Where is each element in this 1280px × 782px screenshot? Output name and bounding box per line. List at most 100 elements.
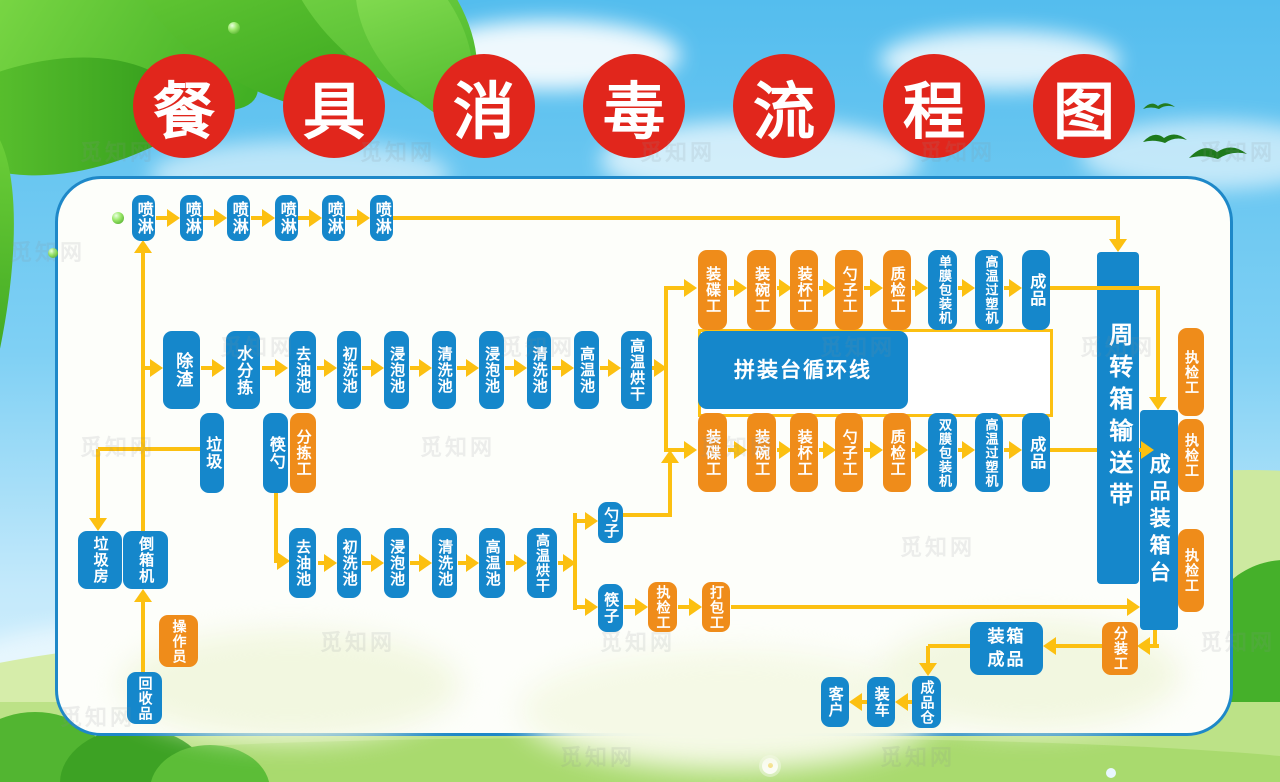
arrow-right	[1004, 279, 1022, 297]
arrow-right	[201, 359, 225, 377]
flow-node-pack: 装碗工	[747, 250, 776, 330]
flow-node-chopstick-spoon: 筷勺	[263, 413, 288, 493]
grass-dot	[1106, 768, 1116, 778]
bird-icon	[1189, 147, 1247, 159]
flow-node-spray: 喷淋	[180, 195, 203, 241]
arrow-right	[667, 279, 697, 297]
arrow-left	[1137, 637, 1159, 655]
flow-node-wash: 除渣	[163, 331, 200, 409]
arrow-right	[864, 279, 883, 297]
flow-node-pack2: 勺子工	[835, 413, 863, 492]
flow-node-wash: 清洗池	[432, 331, 456, 409]
arrow-right	[251, 209, 275, 227]
flow-node-pack: 勺子工	[835, 250, 863, 330]
arrow-down	[1109, 218, 1127, 252]
arrow-right	[458, 554, 479, 572]
arrow-left	[1043, 637, 1102, 655]
flow-node-pack2: 装杯工	[790, 413, 818, 492]
flow-node-pack: 单膜包装机	[928, 250, 957, 330]
arrow-right	[457, 359, 479, 377]
connector-line	[1050, 448, 1097, 452]
flow-node-wash: 高温池	[574, 331, 599, 409]
flow-node-spoon: 勺子	[598, 502, 623, 543]
arrow-right	[362, 554, 384, 572]
water-droplet	[48, 248, 58, 258]
arrow-right	[819, 441, 836, 459]
flow-node-spray: 喷淋	[322, 195, 345, 241]
arrow-right	[1139, 441, 1154, 459]
arrow-right	[362, 359, 384, 377]
flow-node-wash2: 高温烘干	[527, 528, 557, 598]
arrow-right	[912, 441, 928, 459]
arrow-right	[156, 209, 180, 227]
arrow-right	[864, 441, 883, 459]
arrow-right	[958, 441, 975, 459]
flow-node-dump-machine: 倒箱机	[123, 531, 168, 589]
connector-line	[1050, 286, 1160, 290]
title-char: 消	[433, 54, 535, 158]
arrow-right	[552, 359, 574, 377]
flow-node-pack2: 装碟工	[698, 413, 727, 492]
arrow-right	[912, 279, 928, 297]
arrow-right	[678, 598, 702, 616]
flow-node-chopsticks: 筷子	[598, 584, 623, 632]
arrow-right	[558, 554, 576, 572]
connector-line	[393, 216, 1120, 220]
flow-node-spray: 喷淋	[275, 195, 298, 241]
flow-node-customer: 客户	[821, 677, 849, 727]
flow-node-pack: 装杯工	[790, 250, 818, 330]
arrow-right	[506, 554, 527, 572]
bird-icon	[1143, 134, 1187, 143]
flow-node-pack2: 双膜包装机	[928, 413, 957, 492]
flow-node-finished2: 成品	[1022, 413, 1050, 492]
flow-node-wash2: 高温池	[479, 528, 505, 598]
arrow-right	[731, 598, 1140, 616]
boxed-goods-label: 装箱成品	[987, 627, 1026, 670]
flow-node-inspector-right: 执检工	[1178, 328, 1204, 416]
arrow-up	[134, 240, 152, 531]
flow-node-conveyor: 周转箱输送带	[1097, 252, 1139, 584]
connector-line	[98, 447, 200, 451]
arrow-right	[577, 512, 598, 530]
flow-node-trash-room: 垃圾房	[78, 531, 122, 589]
flow-node-wash2: 浸泡池	[384, 528, 409, 598]
flow-node-wash: 去油池	[289, 331, 316, 409]
bird-icon	[1143, 103, 1175, 109]
flow-node-wash: 浸泡池	[384, 331, 409, 409]
arrow-left	[895, 693, 912, 711]
flow-node-sorter: 分拣工	[290, 413, 316, 493]
flow-node-pack: 质检工	[883, 250, 911, 330]
arrow-down	[89, 449, 107, 531]
flow-node-dispenser: 分装工	[1102, 622, 1138, 675]
flow-node-pack: 装碟工	[698, 250, 727, 330]
flow-node-wash2: 初洗池	[337, 528, 361, 598]
flow-node-inspector-right: 执检工	[1178, 529, 1204, 612]
arrow-right	[1004, 441, 1022, 459]
flow-node-assembly-line: 拼装台循环线	[698, 331, 908, 409]
flow-node-pack2: 高温过塑机	[975, 413, 1003, 492]
arrow-right	[274, 552, 290, 570]
arrow-right	[346, 209, 370, 227]
flow-node-pack2: 质检工	[883, 413, 911, 492]
flow-node-wash: 清洗池	[527, 331, 551, 409]
connector-line	[274, 493, 278, 561]
arrow-down	[1149, 288, 1167, 410]
flow-node-wash2: 清洗池	[432, 528, 457, 598]
arrow-down	[919, 646, 937, 676]
title-char: 具	[283, 54, 385, 158]
arrow-right	[410, 554, 432, 572]
flow-node-wash: 初洗池	[337, 331, 361, 409]
arrow-left	[849, 693, 867, 711]
arrow-right	[505, 359, 527, 377]
flow-node-wash: 高温烘干	[621, 331, 652, 409]
flow-node-finished: 成品	[1022, 250, 1050, 330]
flow-node-inspector-right: 执检工	[1178, 419, 1204, 492]
flow-node-spray: 喷淋	[227, 195, 250, 241]
flow-node-loading: 装车	[867, 677, 895, 727]
arrow-right	[317, 359, 337, 377]
flow-node-inspector: 执检工	[648, 582, 677, 632]
connector-line	[573, 513, 577, 610]
arrow-right	[145, 359, 163, 377]
water-droplet	[112, 212, 124, 224]
connector-line	[664, 286, 668, 452]
